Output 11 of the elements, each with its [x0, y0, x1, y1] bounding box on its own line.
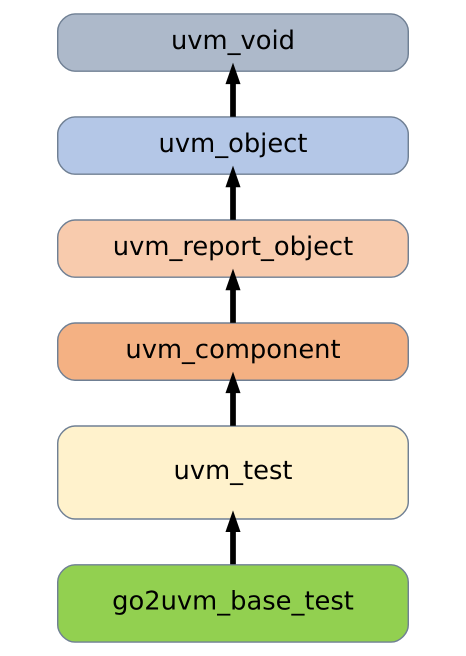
arrow — [225, 510, 241, 564]
node-box: uvm_void — [57, 13, 409, 72]
node-box: uvm_test — [57, 425, 409, 520]
arrow — [225, 166, 241, 220]
node-box: uvm_component — [57, 322, 409, 381]
node-box: go2uvm_base_test — [57, 564, 409, 643]
node-box: uvm_report_object — [57, 219, 409, 278]
arrow — [225, 372, 241, 426]
arrow — [225, 268, 241, 323]
arrow — [225, 62, 241, 117]
node-box: uvm_object — [57, 116, 409, 175]
